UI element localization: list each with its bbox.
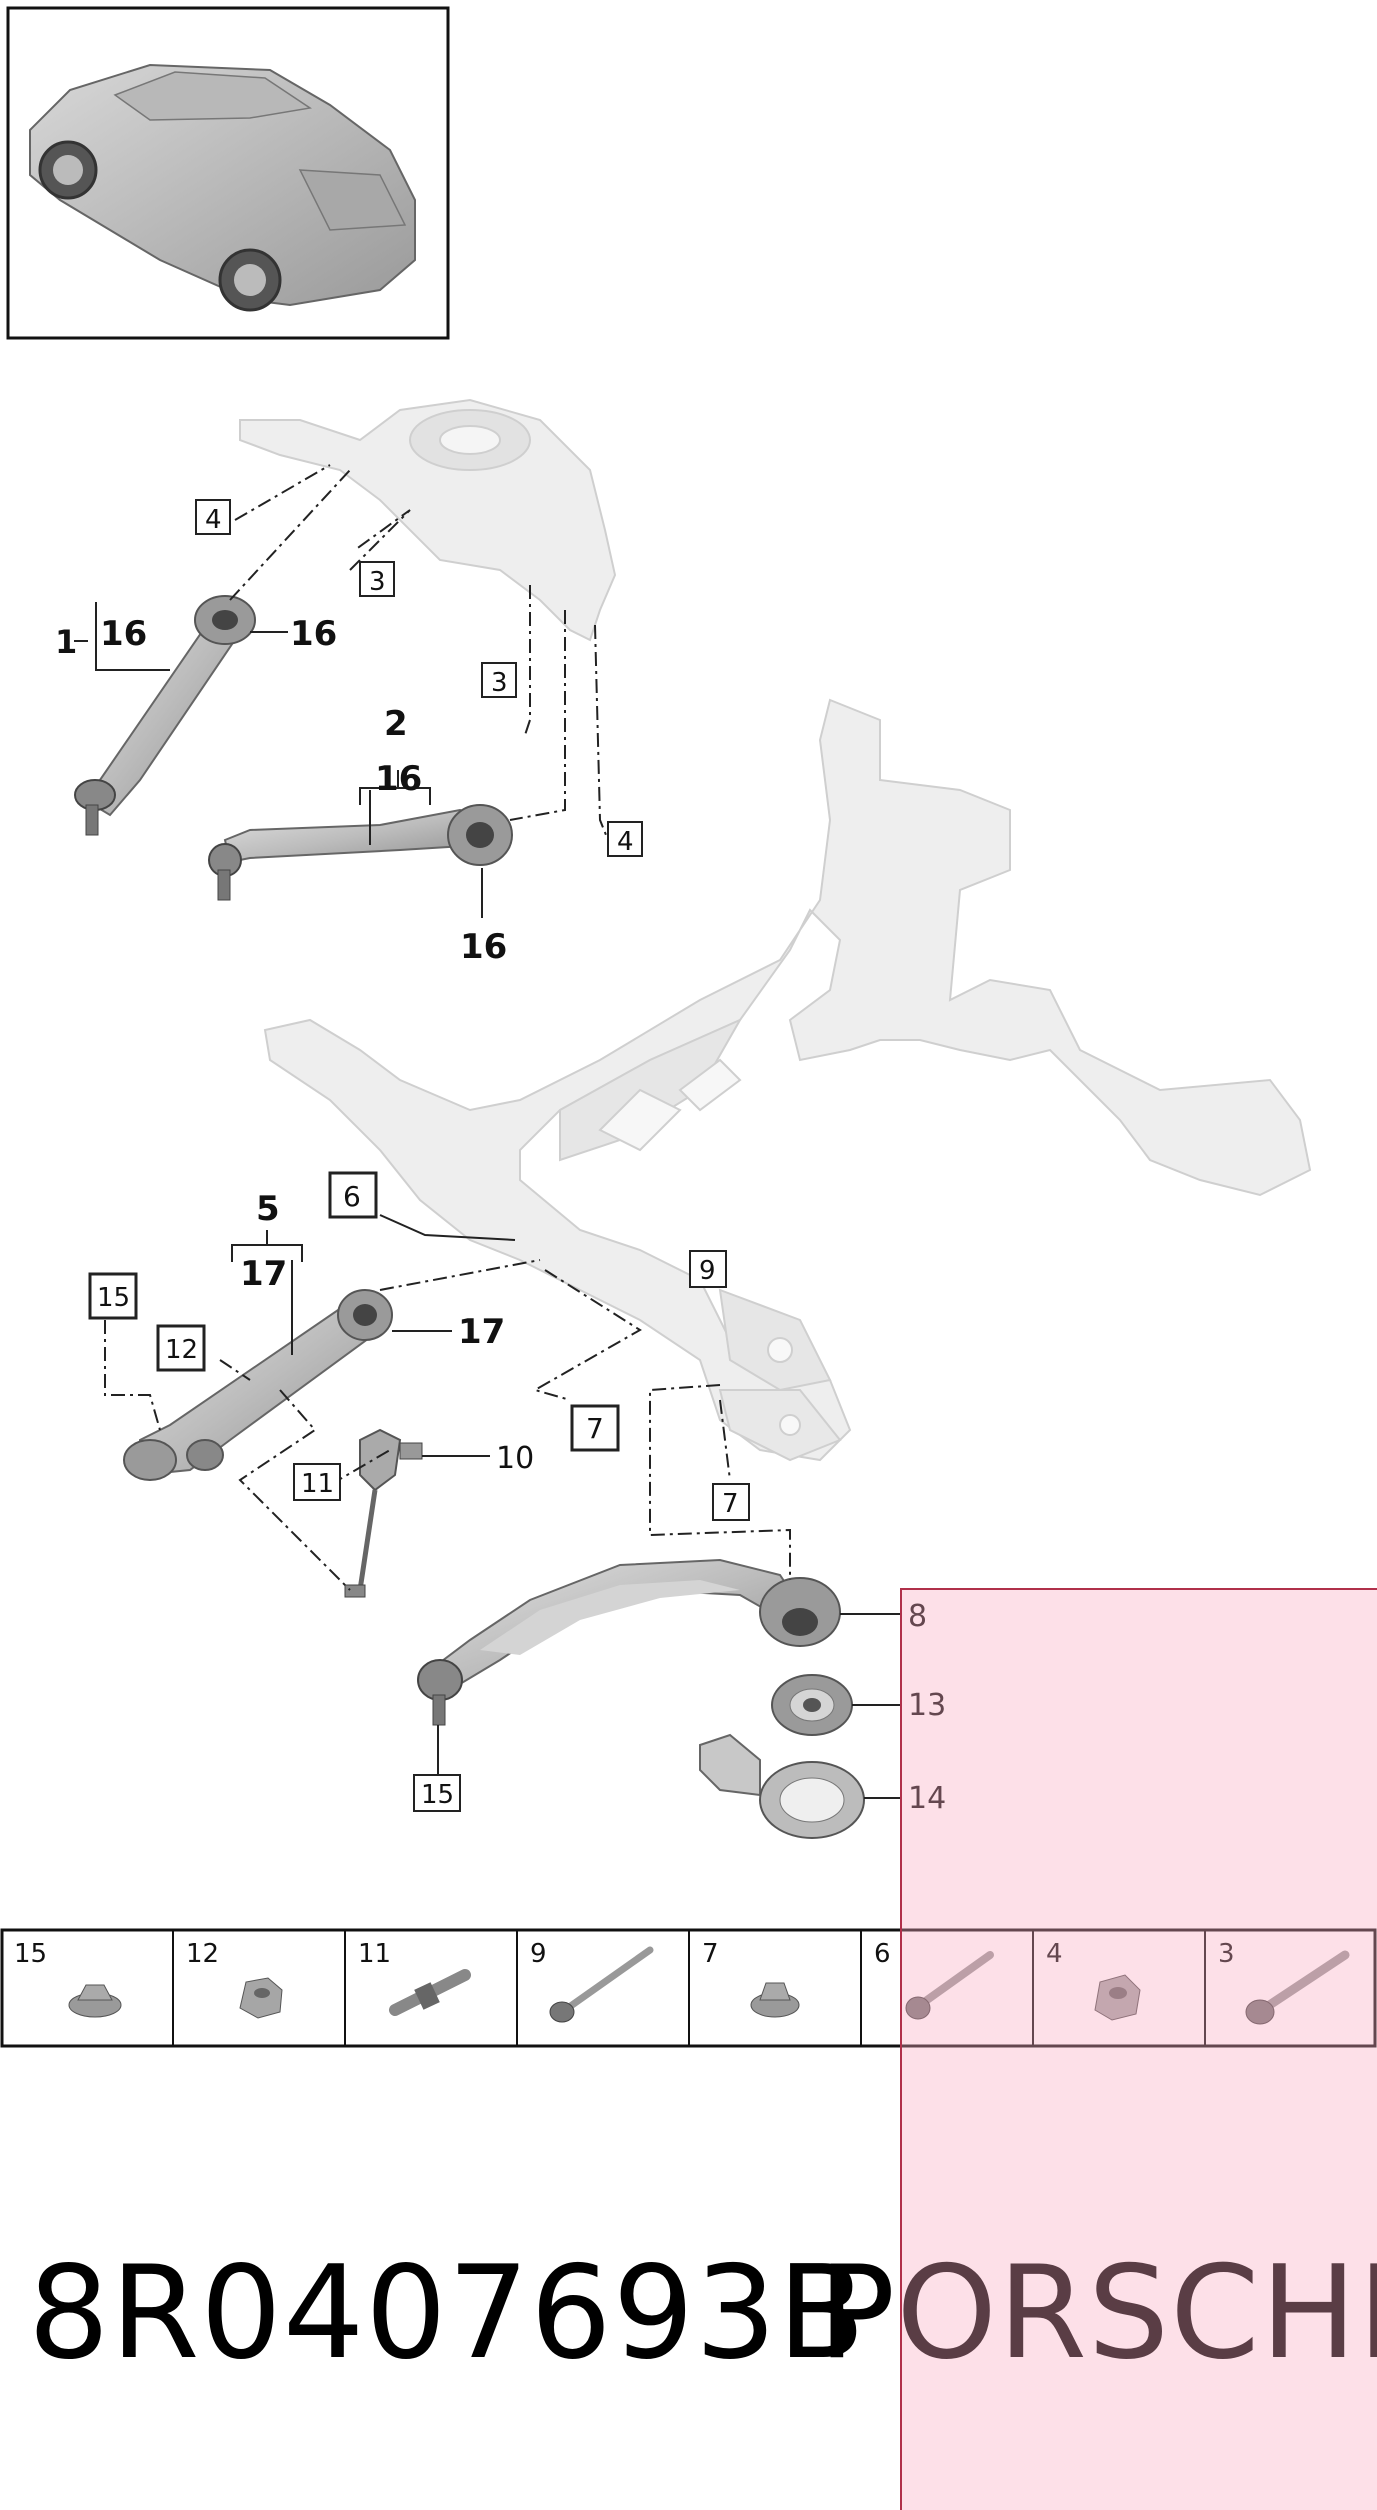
svg-text:11: 11 [358,1939,391,1969]
fastener-cell-4: 4 [1046,1939,1141,2021]
lower-front-control-arm [123,1289,393,1481]
svg-text:12: 12 [186,1939,219,1969]
callout-7a: 7 [586,1412,604,1445]
long-bolt-icon [549,1946,654,2023]
svg-text:4: 4 [1046,1939,1063,1969]
svg-text:6: 6 [874,1939,891,1969]
fastener-cell-3: 3 [1218,1939,1350,2025]
svg-text:3: 3 [1218,1939,1235,1969]
callout-5: 5 [256,1189,280,1229]
level-sensor [344,1428,423,1598]
callout-4a: 4 [205,505,222,535]
upper-rear-control-arm [208,804,513,901]
hex-nut-icon [239,1977,283,2019]
fastener-cell-15: 15 [14,1939,122,2018]
callout-9: 9 [699,1256,716,1286]
callout-14: 14 [908,1781,946,1816]
rubber-bushing [771,1674,853,1736]
boxed-callouts: 4 3 3 4 6 15 12 9 7 11 7 15 [88,499,750,1812]
callout-16d: 16 [460,927,507,967]
highlight-overlay [900,1588,1377,2510]
svg-text:7: 7 [702,1939,719,1969]
callout-17b: 17 [458,1312,505,1352]
bolt-icon [1245,1950,1350,2025]
callout-3a: 3 [369,567,386,597]
mounting-bracket [699,1733,865,1839]
vehicle-thumbnail [6,6,450,340]
callout-15a: 15 [97,1283,130,1313]
callout-16c: 16 [375,759,422,799]
fastener-cell-12: 12 [186,1939,283,2019]
fastener-strip: 15 12 11 9 [0,1928,1377,2048]
svg-text:15: 15 [14,1939,47,1969]
fastener-cell-9: 9 [530,1939,654,2023]
hex-nut-icon [1094,1974,1141,2021]
brand-name: PORSCHE [818,2239,1377,2388]
callout-7b: 7 [722,1489,739,1519]
leader-lines [104,464,791,1591]
svg-text:9: 9 [530,1939,547,1969]
flange-nut-icon [750,1982,800,2018]
callout-8: 8 [908,1599,927,1634]
callout-12: 12 [165,1335,198,1365]
callout-3b: 3 [491,668,508,698]
part-number: 8R0407693B [28,2239,867,2388]
lower-rear-wishbone [417,1558,841,1726]
callout-labels: 1 16 16 2 16 16 5 17 17 10 8 13 14 [55,614,946,1816]
callout-16b: 16 [290,614,337,654]
callout-4b: 4 [617,827,634,857]
callout-2: 2 [384,704,408,744]
callout-6: 6 [343,1180,361,1213]
callout-1: 1 [55,623,77,661]
front-subframe [263,698,1312,1462]
callout-11: 11 [301,1469,334,1499]
bolt-icon [905,1951,994,2020]
callout-15b: 15 [421,1780,454,1810]
callout-13: 13 [908,1688,946,1723]
fastener-cell-11: 11 [358,1939,471,2016]
fastener-cell-7: 7 [702,1939,800,2018]
flange-nut-icon [68,1984,122,2018]
callout-10: 10 [496,1441,534,1476]
solid-leaders [74,602,900,1799]
fastener-cell-6: 6 [874,1939,994,2020]
upper-front-control-arm [74,595,256,836]
callout-16a: 16 [100,614,147,654]
callout-17a: 17 [240,1254,287,1294]
strut-mount-bracket [239,398,617,642]
stud-bolt-icon [389,1969,471,2016]
